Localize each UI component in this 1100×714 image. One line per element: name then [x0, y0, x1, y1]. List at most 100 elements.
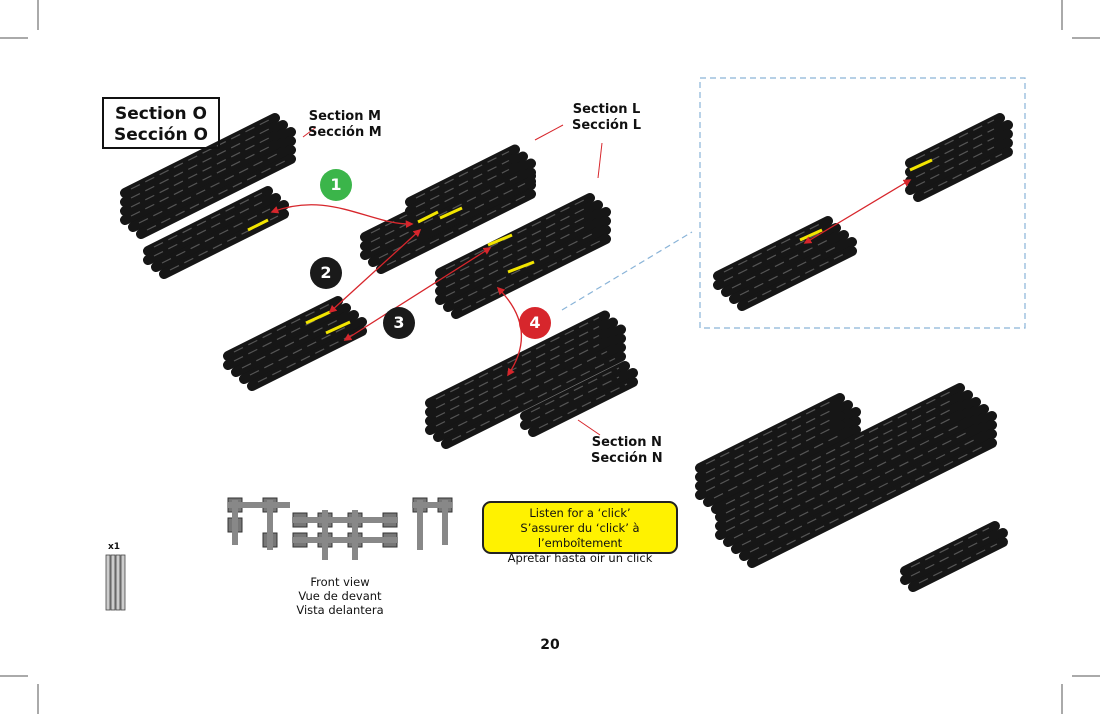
- beam: [747, 438, 997, 568]
- beam: [159, 209, 289, 279]
- leader-line: [577, 419, 601, 436]
- beam: [723, 417, 973, 547]
- beam: [695, 420, 845, 500]
- beam: [247, 326, 367, 391]
- beam-detail: [161, 208, 271, 264]
- inset-arrow: [803, 179, 912, 244]
- label-section-n: Section N Sección N: [591, 435, 663, 467]
- beam: [136, 154, 296, 239]
- beam: [715, 392, 965, 522]
- connection-highlight: [507, 260, 535, 274]
- step-4-badge: 4: [519, 307, 551, 339]
- beam: [425, 310, 610, 408]
- beam: [913, 147, 1013, 202]
- section-n-side: [520, 361, 638, 437]
- beam: [413, 169, 528, 232]
- beam: [905, 113, 1005, 168]
- connection-highlight: [909, 158, 933, 172]
- leader-line: [534, 124, 564, 141]
- beam: [520, 370, 630, 430]
- beam-detail: [435, 325, 600, 409]
- beam: [729, 239, 849, 304]
- beam: [405, 144, 520, 207]
- label-section-n-en: Section N: [591, 435, 662, 450]
- inset-upper-part: [905, 113, 1013, 202]
- connection-highlight: [439, 206, 463, 220]
- beam-detail: [915, 137, 995, 178]
- beam: [128, 147, 288, 232]
- beam-detail: [130, 137, 270, 208]
- step-3-badge: 3: [383, 307, 415, 339]
- front-view-diagram: [227, 497, 453, 560]
- step-1-arrow: [270, 204, 414, 229]
- leader-line: [302, 127, 316, 138]
- beam: [223, 296, 343, 361]
- section-title-es: Sección O: [114, 125, 208, 145]
- beam: [421, 176, 536, 239]
- beam: [239, 319, 359, 384]
- beam-detail: [725, 398, 955, 514]
- step-1-badge: 1: [320, 169, 352, 201]
- beam-detail: [910, 536, 990, 577]
- beam-detail: [431, 182, 526, 231]
- front-view-caption: Front view Vue de devant Vista delantera: [275, 575, 405, 617]
- beam: [120, 131, 280, 216]
- beam: [715, 383, 965, 513]
- beam-detail: [153, 201, 263, 257]
- beam-detail: [918, 543, 998, 584]
- front-view-en: Front view: [310, 575, 370, 589]
- beam-detail: [530, 367, 620, 413]
- beam-detail: [130, 119, 270, 190]
- label-section-l-en: Section L: [572, 102, 641, 117]
- beam-detail: [146, 160, 286, 231]
- label-section-m-en: Section M: [308, 109, 381, 124]
- beam: [520, 361, 630, 421]
- beam: [703, 427, 853, 507]
- beam: [900, 530, 1000, 585]
- beam: [528, 377, 638, 437]
- beam: [425, 328, 610, 426]
- beam-detail: [725, 416, 955, 532]
- label-section-m-es: Sección M: [308, 125, 382, 140]
- beam-detail: [435, 343, 600, 427]
- beam: [908, 537, 1008, 592]
- label-section-l: Section L Sección L: [572, 102, 641, 134]
- part-beam-icon: [115, 554, 121, 611]
- beam: [231, 312, 351, 377]
- front-view-es: Vista delantera: [296, 603, 384, 617]
- beam: [433, 344, 618, 442]
- beam: [120, 140, 280, 225]
- beam: [120, 113, 280, 198]
- beam-detail: [725, 389, 955, 505]
- beam-detail: [723, 222, 823, 273]
- beam: [143, 195, 273, 265]
- beam: [143, 186, 273, 256]
- part-beam-icon: [120, 554, 126, 611]
- beam-detail: [705, 408, 835, 474]
- click-note-en: Listen for a ‘click’: [529, 506, 631, 520]
- inset-frame: [699, 77, 1026, 329]
- beam-detail: [415, 168, 510, 217]
- beam: [715, 401, 965, 531]
- beam: [731, 424, 981, 554]
- connection-highlight: [305, 310, 331, 325]
- beam: [737, 246, 857, 311]
- beam-detail: [153, 192, 263, 248]
- beam-detail: [705, 417, 835, 483]
- section-m-part: [120, 113, 296, 239]
- connection-highlight: [247, 218, 269, 232]
- beam-detail: [733, 423, 963, 539]
- beam-detail: [747, 252, 847, 303]
- beam: [441, 351, 626, 449]
- beam-detail: [415, 150, 510, 199]
- beam: [695, 402, 845, 482]
- click-note-es: Apretar hasta oír un click: [507, 551, 653, 565]
- beam: [223, 305, 343, 370]
- connection-highlight: [487, 233, 513, 247]
- click-note-fr: S’assurer du ‘click’ à l’emboîtement: [520, 521, 640, 550]
- beam-detail: [723, 231, 823, 282]
- beam: [905, 131, 1005, 186]
- beam-detail: [713, 433, 843, 499]
- beam: [120, 122, 280, 207]
